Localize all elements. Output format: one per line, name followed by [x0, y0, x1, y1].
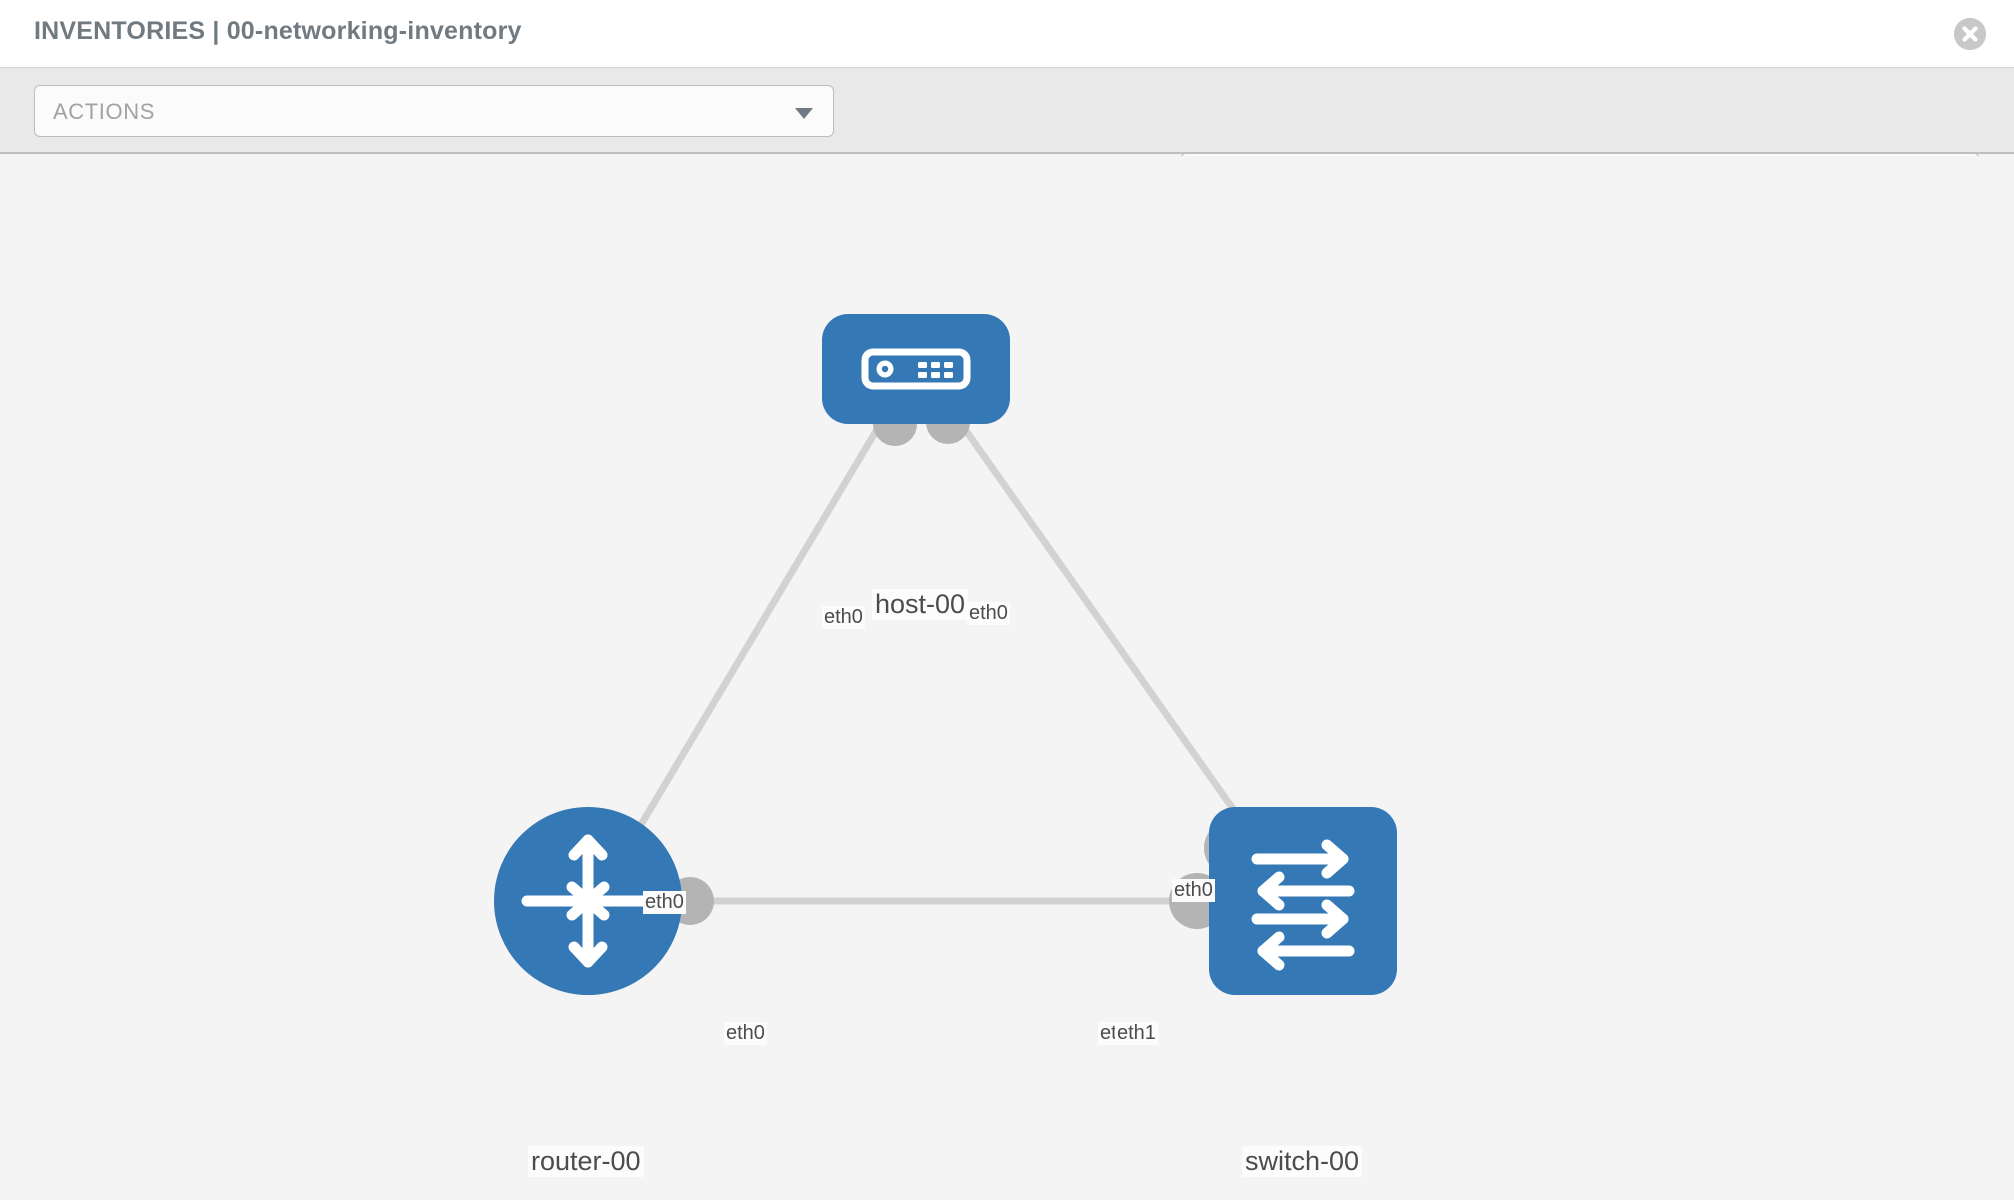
node-host-00[interactable]: [822, 314, 1010, 424]
node-label-switch-00: switch-00: [1242, 1146, 1363, 1178]
interface-label-switch-mid-b: eth1: [1115, 1022, 1158, 1045]
server-device-icon: [861, 348, 971, 390]
toolbar: ACTIONS SEARCH: [0, 68, 2014, 205]
node-label-host-00: host-00: [872, 589, 969, 621]
interface-label-switch-up: eth0: [1172, 879, 1215, 902]
actions-dropdown-label: ACTIONS: [53, 99, 155, 124]
interface-label-router-mid: eth0: [724, 1022, 767, 1045]
topology-links: [592, 405, 1301, 905]
host-node-shape: [822, 314, 1010, 424]
switch-node-shape: [1209, 807, 1397, 995]
interface-label-router-up: eth0: [643, 891, 686, 914]
interface-label-host-right: eth0: [967, 602, 1010, 625]
node-router-00[interactable]: [494, 807, 682, 995]
close-icon[interactable]: [1954, 18, 1986, 50]
topology-endpoints: [666, 400, 1260, 929]
actions-dropdown[interactable]: ACTIONS: [34, 85, 834, 137]
topology-canvas[interactable]: host-00 router-00 switch-00 eth0 eth0 et…: [0, 156, 2014, 1200]
chevron-down-icon: [795, 108, 813, 119]
page-title: INVENTORIES | 00-networking-inventory: [34, 17, 522, 45]
router-arrows-icon: [521, 834, 655, 968]
page-header: INVENTORIES | 00-networking-inventory: [0, 0, 2014, 68]
node-label-router-00: router-00: [528, 1146, 644, 1178]
interface-label-host-left: eth0: [822, 606, 865, 629]
link-host-router: [592, 409, 892, 902]
switch-arrows-icon: [1251, 839, 1355, 971]
node-switch-00[interactable]: [1209, 807, 1397, 995]
topology-graph: [592, 400, 1301, 929]
